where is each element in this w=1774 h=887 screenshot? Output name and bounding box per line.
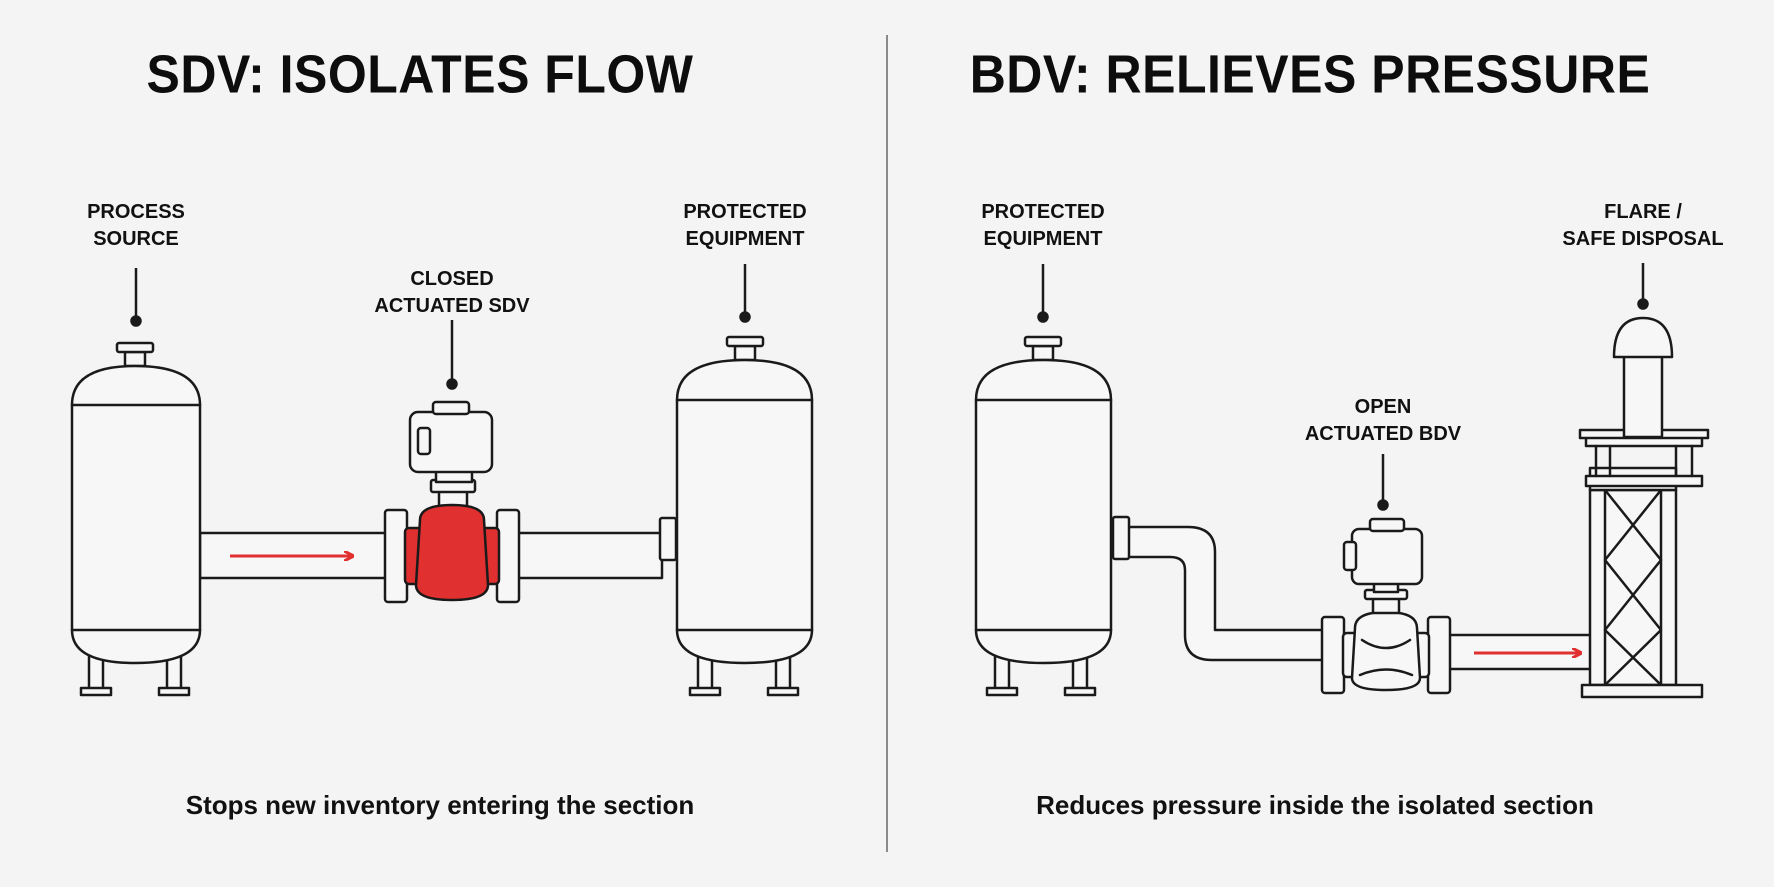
open-bdv-label-line-2: ACTUATED BDV [1304,423,1462,445]
protected-equipment-right-line-2: EQUIPMENT [983,228,1103,250]
closed-sdv-valve [383,400,521,604]
protected-equipment-label-right: PROTECTED EQUIPMENT [933,199,1153,253]
protected-equipment-vessel-right [974,335,1131,697]
process-source-label-line-2: SOURCE [93,228,179,250]
closed-sdv-label-line-1: CLOSED [410,268,494,290]
open-bdv-valve [1320,517,1452,695]
left-panel-caption: Stops new inventory entering the section [185,790,695,820]
flare-label-line-2: SAFE DISPOSAL [1562,228,1724,250]
open-bdv-label: OPEN ACTUATED BDV [1273,394,1493,448]
open-bdv-label-line-1: OPEN [1354,396,1412,418]
left-pipe [198,531,664,580]
process-source-label-line-1: PROCESS [87,201,185,223]
protected-equipment-left-line-2: EQUIPMENT [685,228,805,250]
right-panel-caption: Reduces pressure inside the isolated sec… [1036,790,1594,820]
bdv-actuator [1342,517,1424,586]
protected-equipment-right-line-1: PROTECTED [981,201,1105,223]
closed-sdv-label-line-2: ACTUATED SDV [374,295,530,317]
protected-equipment-label-left: PROTECTED EQUIPMENT [635,199,855,253]
flare-label: FLARE / SAFE DISPOSAL [1533,199,1753,253]
sdv-actuator [408,400,494,484]
flare-stack [1578,316,1710,699]
process-source-vessel [70,341,202,697]
closed-sdv-label: CLOSED ACTUATED SDV [342,266,562,320]
process-source-label: PROCESS SOURCE [46,199,226,253]
protected-equipment-left-line-1: PROTECTED [683,201,807,223]
sdv-valve-body-closed [403,503,501,602]
right-panel-title: BDV: RELIEVES PRESSURE [969,43,1651,105]
flare-label-line-1: FLARE / [1604,201,1682,223]
left-panel-title: SDV: ISOLATES FLOW [146,43,694,105]
protected-equipment-vessel-left [658,335,814,697]
